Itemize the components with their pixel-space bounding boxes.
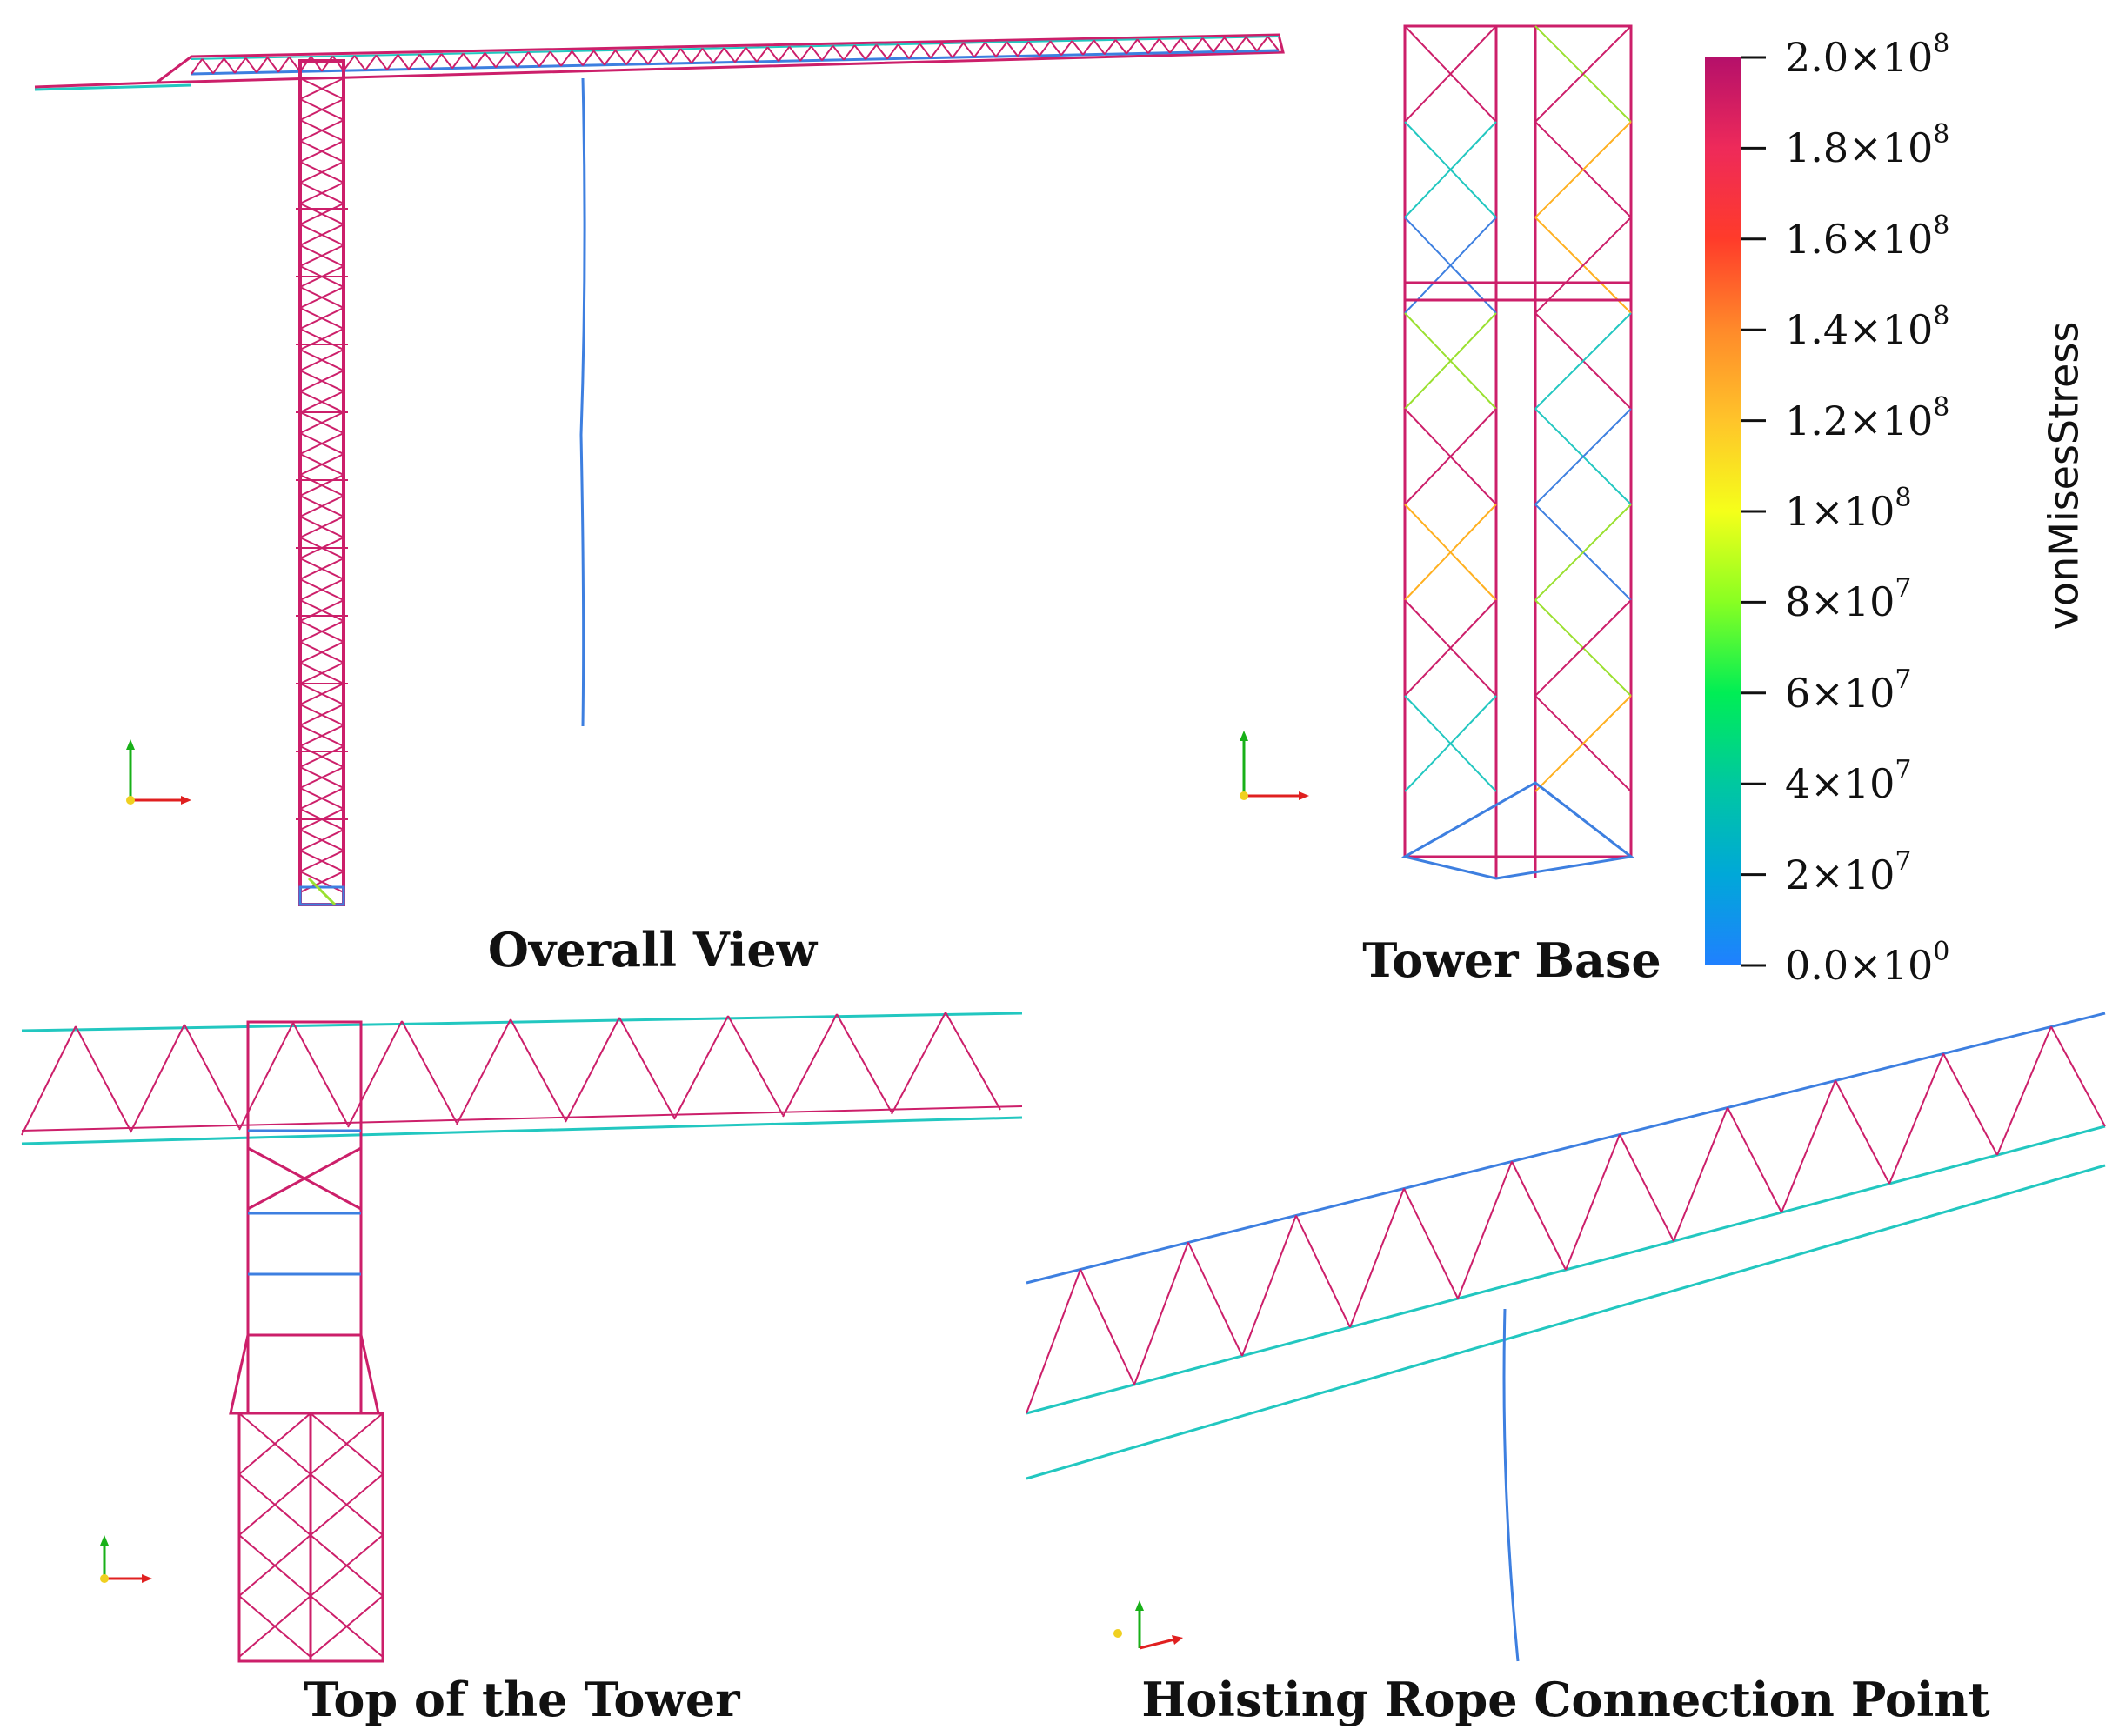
crane-jib [34,33,1285,91]
colorbar-tick-label: 1×108 [1785,483,1912,536]
colorbar-tick-label: 2×107 [1785,845,1912,898]
hoisting-rope-detail [1502,1308,1520,1662]
colorbar-gradient [1705,57,1741,965]
colorbar-tick-label: 2.0×108 [1785,29,1950,82]
colorbar-tick-label: 1.4×108 [1785,301,1950,354]
hoisting-rope-panel [1026,1012,2106,1662]
colorbar-tick-label: 6×107 [1785,664,1912,717]
crane-tower [296,59,348,906]
colorbar-tick-label: 1.2×108 [1785,391,1950,444]
colorbar-title: vonMisesStress [2040,321,2088,631]
overall-view-panel [34,33,1285,906]
colorbar-tick-label: 4×107 [1785,755,1912,808]
tower-base-panel [1240,24,1634,880]
top-of-tower-panel [21,1012,1023,1663]
caption-top-of-tower: Top of the Tower [304,1672,740,1727]
caption-tower-base: Tower Base [1362,932,1661,988]
caption-overall-view: Overall View [487,922,818,978]
axis-triad-base [1240,731,1309,800]
colorbar-tick-label: 8×107 [1785,573,1912,626]
axis-triad-rope [1113,1600,1183,1650]
axis-triad-top [100,1535,152,1583]
hoisting-rope [579,77,586,727]
colorbar-tick-label: 0.0×100 [1785,937,1950,990]
axis-triad-overall [126,739,191,805]
colorbar-tick-label: 1.6×108 [1785,210,1950,263]
colorbar-tick-label: 1.8×108 [1785,119,1950,172]
caption-hoisting-rope: Hoisting Rope Connection Point [1141,1672,1990,1727]
